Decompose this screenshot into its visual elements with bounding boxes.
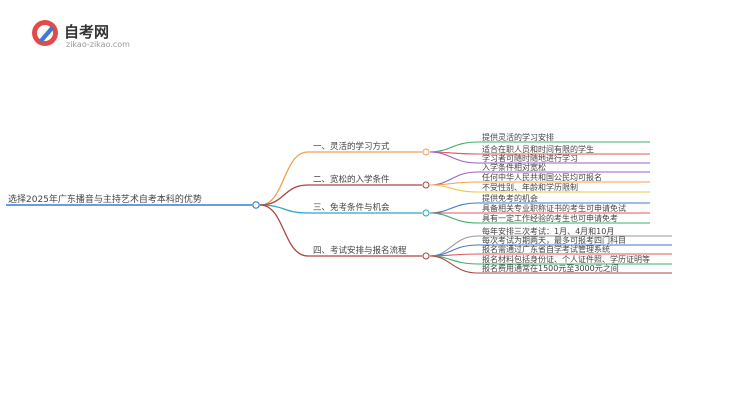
leaf-label[interactable]: 不受性别、年龄和学历限制: [482, 182, 578, 192]
branch-node-dot: [422, 181, 430, 189]
leaf-label[interactable]: 学习者可随时随地进行学习: [482, 153, 578, 163]
leaf-link: [429, 184, 479, 193]
leaf-link: [429, 235, 479, 257]
leaf-label[interactable]: 报名材料包括身份证、个人证件照、学历证明等: [482, 254, 650, 264]
leaf-link: [429, 212, 479, 224]
branch-node-dot: [422, 252, 430, 260]
branch-link: [259, 204, 309, 214]
leaf-label[interactable]: 适合在职人员和时间有限的学生: [482, 144, 594, 154]
mind-map-nodes: 选择2025年广东播音与主持艺术自考本科的优势 一、灵活的学习方式 提供灵活的学习…: [8, 132, 650, 273]
mind-map-links: [6, 141, 672, 274]
leaf-link: [429, 141, 479, 153]
leaf-label[interactable]: 具有一定工作经验的考生也可申请免考: [482, 213, 618, 223]
leaf-label[interactable]: 每年安排三次考试：1月、4月和10月: [482, 226, 614, 236]
leaf-label[interactable]: 入学条件相对宽松: [482, 162, 546, 172]
leaf-label[interactable]: 提供灵活的学习安排: [482, 132, 554, 142]
branch-link: [259, 204, 309, 257]
leaf-link: [429, 151, 479, 164]
leaf-label[interactable]: 提供免考的机会: [482, 193, 538, 203]
branch-node-dot: [422, 209, 430, 217]
root-node-dot: [252, 201, 260, 209]
leaf-label[interactable]: 任何中华人民共和国公民均可报名: [482, 172, 602, 182]
branch-label[interactable]: 二、宽松的入学条件: [313, 174, 390, 185]
branch-label[interactable]: 三、免考条件与机会: [313, 202, 390, 213]
leaf-link: [429, 255, 479, 274]
leaf-label[interactable]: 报名费用通常在1500元至3000元之间: [482, 263, 619, 273]
branch-link: [259, 184, 309, 206]
logo-domain: zikao-zikao.com: [66, 40, 130, 49]
leaf-label[interactable]: 具备相关专业职称证书的考生可申请免试: [482, 203, 626, 213]
root-topic[interactable]: 选择2025年广东播音与主持艺术自考本科的优势: [8, 193, 202, 205]
leaf-link: [429, 181, 479, 186]
leaf-link: [429, 202, 479, 214]
site-logo[interactable]: 自考网 zikao-zikao.com: [30, 18, 190, 58]
logo-brand: 自考网: [64, 23, 110, 41]
branch-label[interactable]: 一、灵活的学习方式: [313, 141, 390, 152]
branch-link: [259, 151, 309, 206]
branch-label[interactable]: 四、考试安排与报名流程: [313, 245, 407, 256]
logo-icon: [32, 20, 58, 46]
leaf-label[interactable]: 每次考试为期两天，最多可报考四门科目: [482, 235, 626, 245]
leaf-label[interactable]: 报名需通过广东省自学考试管理系统: [482, 244, 610, 254]
branch-node-dot: [422, 148, 430, 156]
